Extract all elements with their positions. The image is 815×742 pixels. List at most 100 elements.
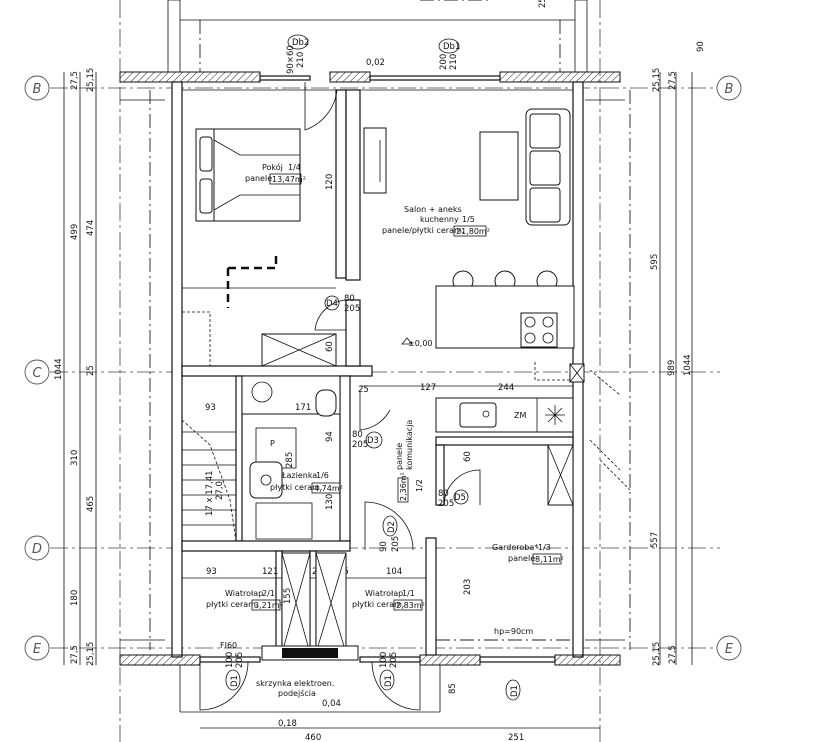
room-name-salon-1: Salon + aneks	[404, 205, 462, 214]
dressing-room: D5 80 205 60 Garderoba* 1/3 panele 8,11m…	[436, 444, 574, 641]
dim-top-3: 0,02	[366, 58, 385, 68]
room-name-wiatrolap1: Wiatrołap	[225, 589, 263, 598]
dim-60a: 60	[325, 341, 335, 352]
door-d4: D4 80 205	[314, 294, 360, 331]
level-mark: ±0,00	[408, 339, 433, 348]
room-name-komunikacja: komunikacja	[405, 420, 414, 470]
dim-left-25b: 25,15	[86, 642, 96, 666]
axis-markers: B B C D E E	[24, 75, 742, 661]
door-label-db2: Db2	[292, 38, 309, 48]
dim-203: 203	[463, 579, 473, 595]
room-number-komunikacja: 1/2	[415, 479, 424, 492]
dim-right-557: 557	[650, 532, 660, 548]
door-db2: Db2 90×60 210 0,02	[286, 34, 385, 131]
room-number-lazienka: 1/6	[316, 471, 329, 480]
room-finish-wiatrolap1: płytki ceram.	[206, 600, 258, 609]
hall-wardrobe: 60	[261, 333, 337, 367]
axis-label-b-left: B	[33, 82, 42, 97]
dim-top-7: 90	[696, 41, 706, 52]
room-number-wiatrolap2: 1/1	[402, 589, 415, 598]
dim-205b: 205	[352, 440, 368, 450]
pillow-icon	[199, 136, 213, 172]
axis-label-d: D	[32, 542, 42, 557]
stairs-note-2: 27,0	[215, 481, 225, 500]
room-finish-komunikacja: panele	[395, 443, 404, 470]
dim-244: 244	[498, 383, 514, 393]
dim-80a: 80	[344, 294, 355, 304]
garderoba-note: hp=90cm	[494, 627, 533, 636]
dim-205f: 205	[389, 652, 399, 668]
dim-127: 127	[420, 383, 436, 393]
dim-171: 171	[295, 403, 311, 413]
fi-label: FI60	[220, 641, 237, 650]
dim-93b: 93	[206, 567, 217, 577]
room-area-garderoba: 8,11m²	[535, 555, 564, 564]
room-area-salon: 21,80m²	[456, 227, 490, 236]
room-finish-lazienka: płytki ceram.	[270, 483, 322, 492]
axis-grid	[50, 0, 720, 742]
dim-80c: 80	[438, 489, 449, 499]
tv-cabinet	[363, 127, 387, 194]
room-number-wiatrolap1: 2/1	[262, 589, 275, 598]
room-finish-garderoba: panele	[508, 554, 535, 563]
room-finish-salon: panele/płytki ceram.	[382, 226, 464, 235]
dim-right-25b: 25,15	[652, 642, 662, 666]
dim-104: 104	[386, 567, 402, 577]
dim-205d: 205	[391, 536, 401, 552]
dim-85: 85	[448, 683, 458, 694]
bottom-dimensions: 0,18 0,04 460 251	[200, 699, 600, 742]
room-area-lazienka: 4,74m²	[314, 484, 343, 493]
dim-121: 121	[262, 567, 278, 577]
room-number-salon: 1/5	[462, 215, 475, 224]
dim-left-1044: 1044	[54, 358, 64, 380]
room-name-lazienka: Łazienka	[281, 471, 317, 480]
dim-top-4: 200	[439, 54, 449, 70]
dim-right-1044: 1044	[683, 354, 693, 376]
room-area-pokoj: 13,47m²	[272, 175, 306, 184]
room-name-garderoba: Garderoba*	[492, 543, 538, 552]
dim-120: 120	[325, 174, 335, 190]
dim-130: 130	[325, 494, 335, 510]
bathroom: P Łazienka 1/6 płytki ceram. 4,74m² 171 …	[241, 375, 343, 540]
fridge-symbol-icon	[545, 405, 565, 425]
dim-left-465: 465	[86, 496, 96, 512]
exterior-lines	[120, 90, 631, 650]
toilet-icon	[315, 389, 337, 417]
zm-label: ZM	[514, 411, 526, 420]
switchboard-label-2: podejścia	[278, 688, 316, 698]
dim-205c: 205	[438, 499, 454, 509]
door-label-d1-left: D1	[230, 675, 240, 687]
dim-left-474: 474	[86, 220, 96, 236]
dim-top-6: 25	[538, 0, 548, 8]
room-area-komunikacja: 2,36m²	[399, 472, 408, 501]
sink-icon	[459, 402, 497, 428]
cooktop	[520, 312, 558, 348]
dim-left-180: 180	[70, 590, 80, 606]
axis-label-b-right: B	[725, 82, 734, 97]
room-name-wiatrolap2: Wiatrołap	[365, 589, 403, 598]
dim-018: 0,18	[278, 719, 297, 729]
room-area-wiatrolap2: 2,83m²	[396, 601, 425, 610]
dim-right-595: 595	[650, 254, 660, 270]
axis-label-e-right: E	[725, 642, 734, 657]
room-number-pokoj: 1/4	[288, 163, 301, 172]
dim-left-27: 27,5	[70, 71, 80, 90]
door-label-d5: D5	[454, 493, 466, 503]
axis-label-c: C	[32, 366, 42, 381]
living-room: Salon + aneks kuchenny 1/5 panele/płytki…	[360, 108, 585, 433]
room-name-pokoj: Pokój	[262, 162, 283, 172]
room-number-garderoba: 1/3	[538, 543, 551, 552]
dim-left-25: 25,15	[86, 68, 96, 92]
dim-90: 90	[379, 541, 389, 552]
dim-285: 285	[285, 452, 295, 468]
shower-drain-icon	[251, 381, 273, 403]
dim-004: 0,04	[322, 699, 341, 709]
dim-80b: 80	[352, 430, 363, 440]
room-area-wiatrolap1: 3,21m²	[254, 601, 283, 610]
left-dimensions: 27,5 25,15 499 474 1044 25 310 465 180 2…	[54, 68, 97, 666]
dim-top-2: 210	[296, 52, 306, 68]
dim-right-27: 27,5	[668, 71, 678, 90]
dim-left-25c: 25	[86, 365, 96, 376]
dim-205a: 205	[344, 304, 360, 314]
